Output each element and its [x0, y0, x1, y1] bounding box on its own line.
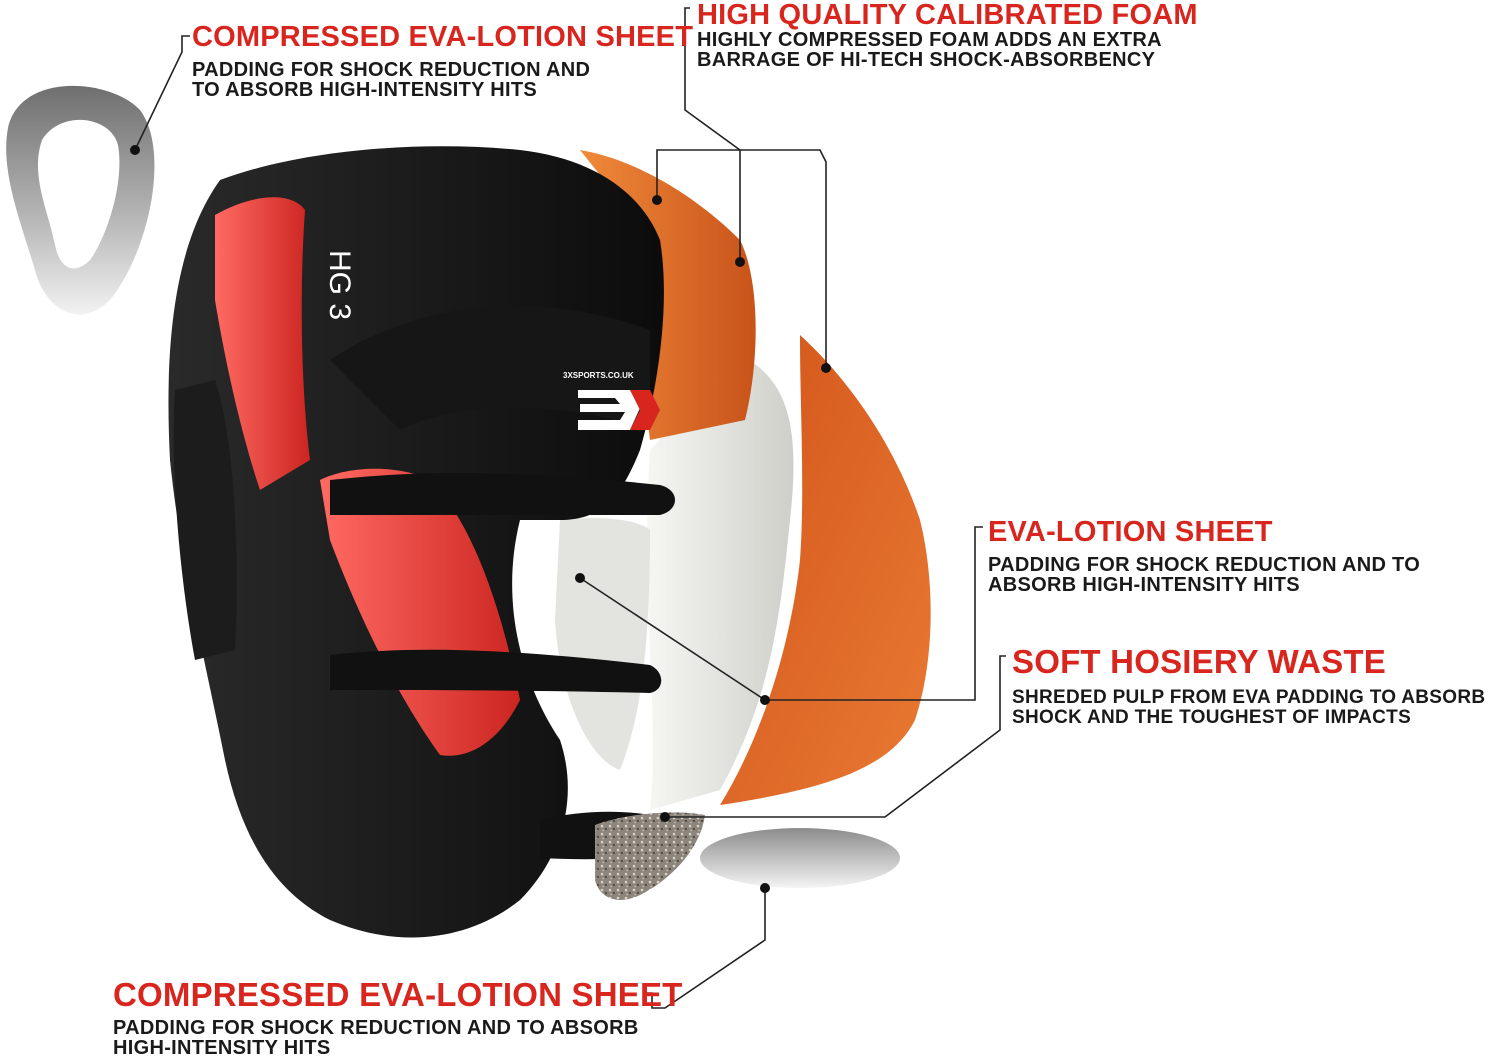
callout-description: SHREDED PULP FROM EVA PADDING TO ABSORB …	[1012, 687, 1486, 728]
callout-description: PADDING FOR SHOCK REDUCTION AND TO ABSOR…	[988, 554, 1421, 596]
callout-description: HIGHLY COMPRESSED FOAM ADDS AN EXTRA BAR…	[697, 29, 1162, 71]
model-label: HG 3	[323, 250, 356, 320]
callout-title: HIGH QUALITY CALIBRATED FOAM	[697, 0, 1198, 31]
callout-eva-lotion: EVA-LOTION SHEET PADDING FOR SHOCK REDUC…	[988, 517, 1420, 595]
brand-url: 3XSPORTS.CO.UK	[563, 371, 634, 380]
callout-title: EVA-LOTION SHEET	[988, 516, 1273, 548]
leader-lines	[134, 7, 1006, 1009]
calibrated-foam-side	[720, 335, 931, 805]
eva-white-sheet	[647, 355, 794, 810]
callout-crown-eva: COMPRESSED EVA-LOTION SHEET PADDING FOR …	[192, 22, 693, 100]
callout-chin-eva: COMPRESSED EVA-LOTION SHEET PADDING FOR …	[113, 976, 683, 1059]
callout-description: PADDING FOR SHOCK REDUCTION AND TO ABSOR…	[113, 1017, 639, 1059]
callout-description: PADDING FOR SHOCK REDUCTION AND TO ABSOR…	[192, 59, 591, 101]
callout-title: COMPRESSED EVA-LOTION SHEET	[192, 21, 694, 53]
hosiery-waste-pad	[595, 812, 705, 900]
callout-title: COMPRESSED EVA-LOTION SHEET	[113, 976, 683, 1013]
callout-calibrated-foam: HIGH QUALITY CALIBRATED FOAM HIGHLY COMP…	[697, 0, 1198, 70]
callout-hosiery-waste: SOFT HOSIERY WASTE SHREDED PULP FROM EVA…	[1012, 645, 1485, 728]
brand-logo-icon	[578, 390, 640, 430]
callout-title: SOFT HOSIERY WASTE	[1012, 643, 1386, 680]
leader-dots	[130, 145, 831, 893]
chin-eva-pad	[700, 828, 900, 888]
